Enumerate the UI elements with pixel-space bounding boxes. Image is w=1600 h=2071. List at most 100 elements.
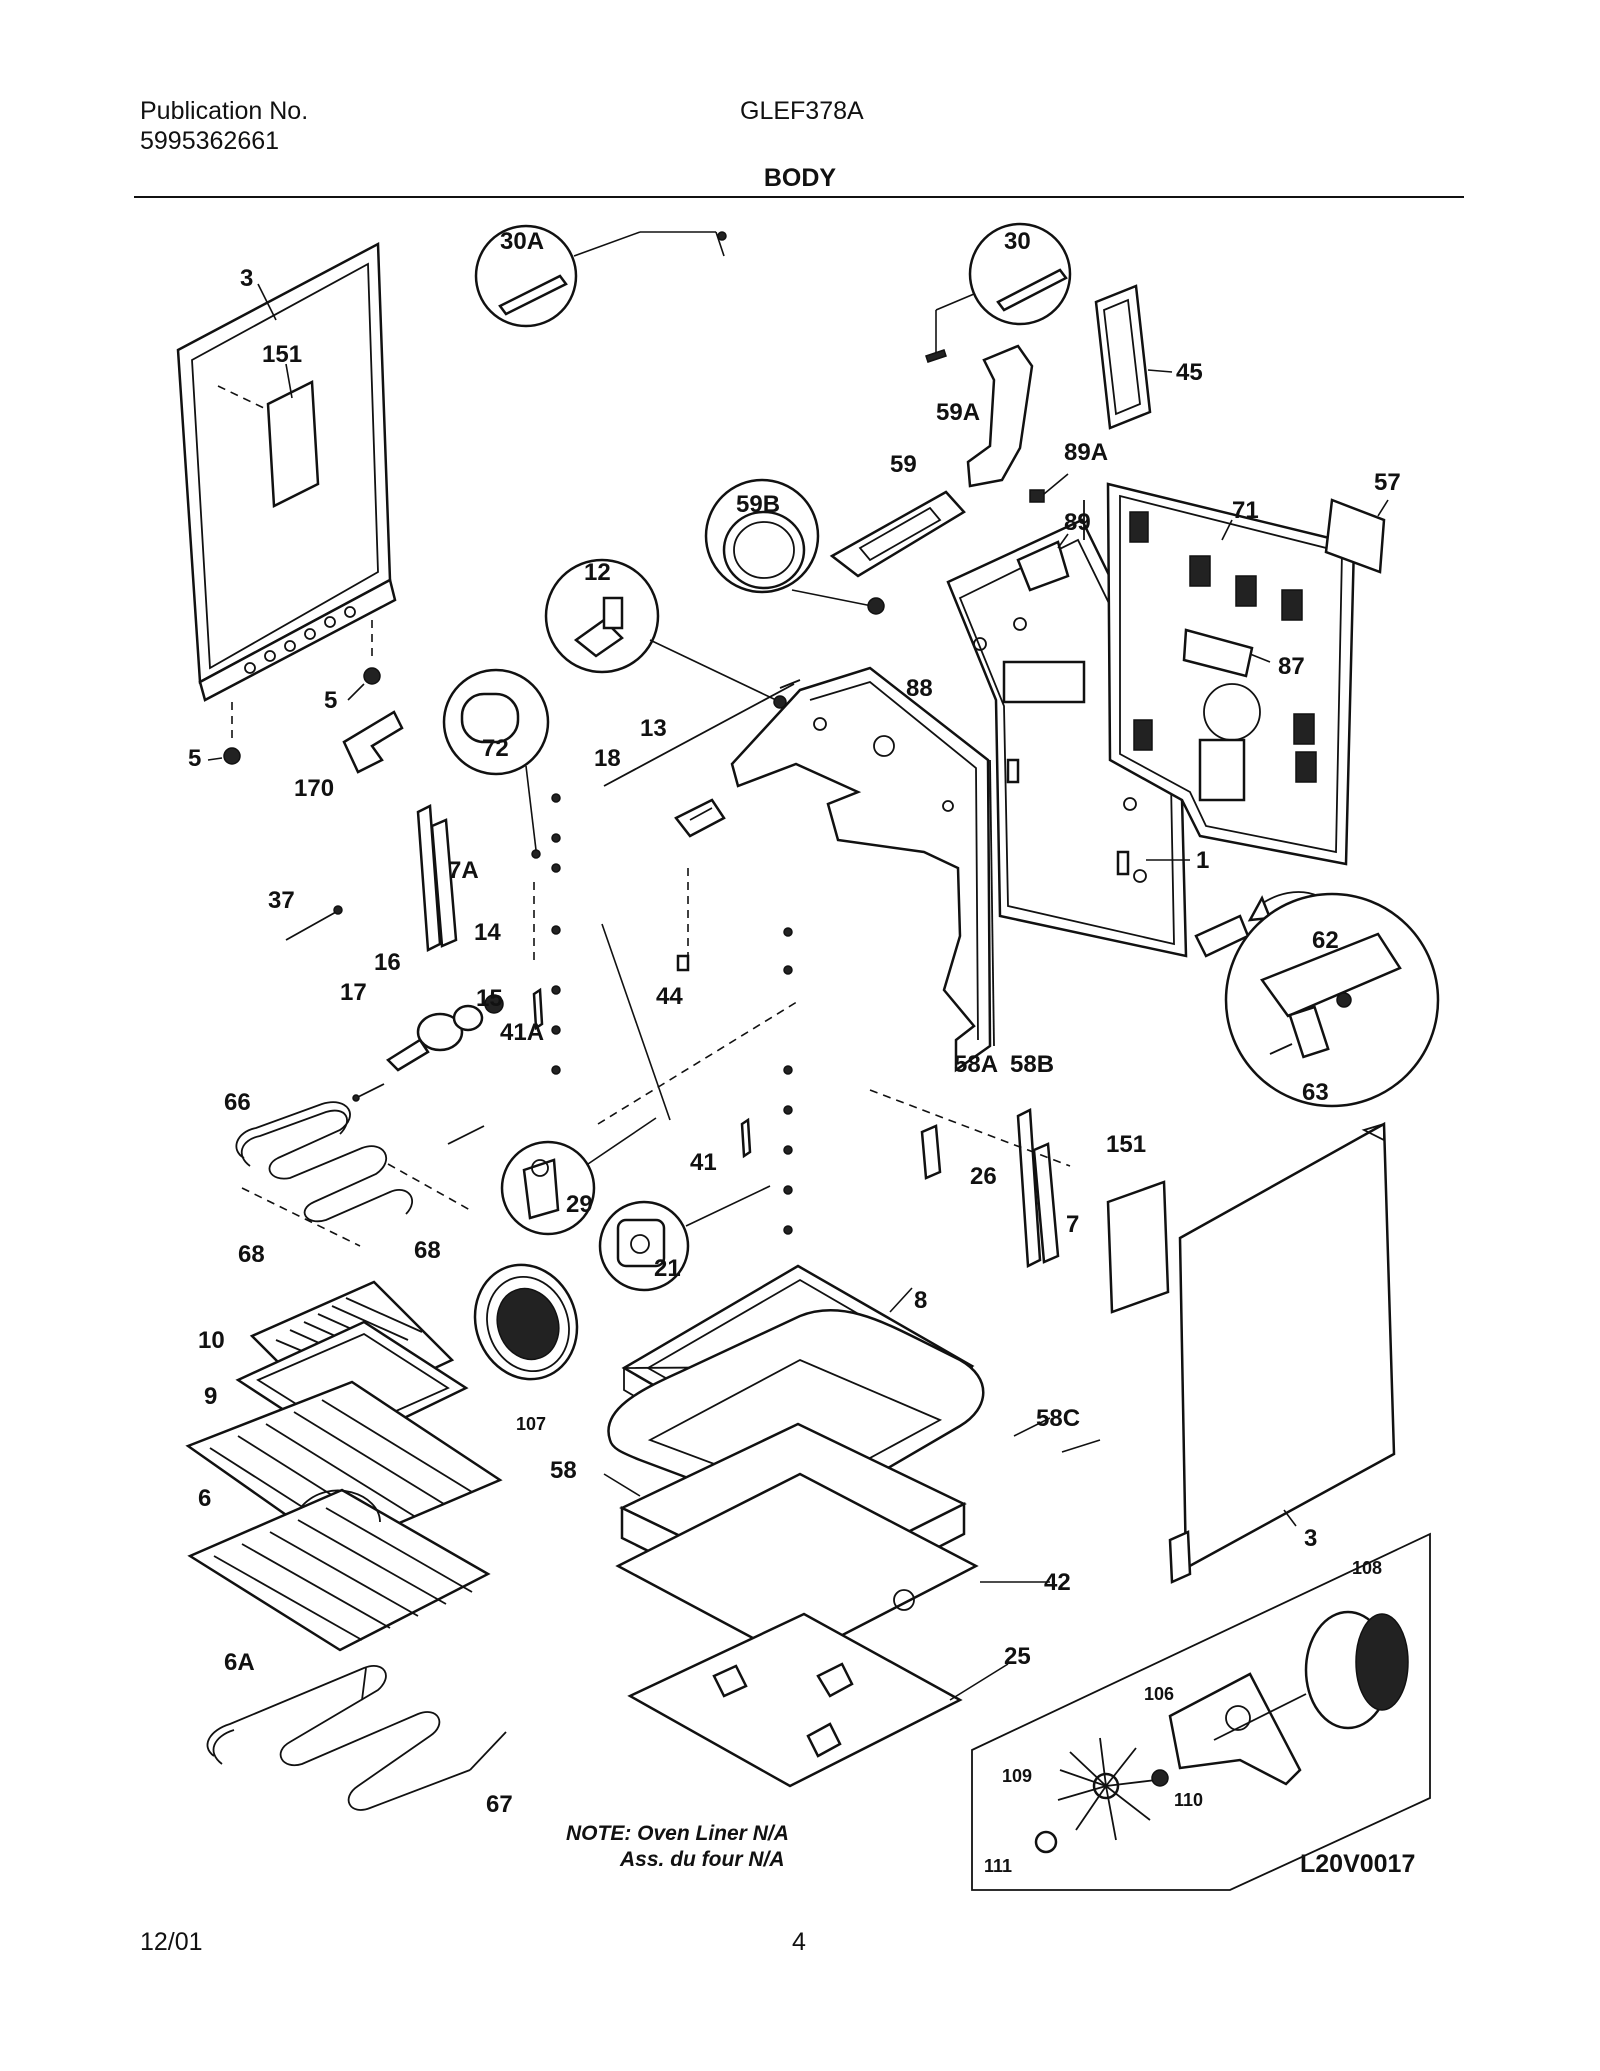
label-106: 106 <box>1144 1684 1174 1704</box>
model-number: GLEF378A <box>740 97 864 125</box>
note-line-1: NOTE: Oven Liner N/A <box>566 1822 789 1845</box>
label-108: 108 <box>1352 1558 1382 1578</box>
label-87: 87 <box>1278 653 1305 680</box>
label-30a: 30A <box>500 228 544 255</box>
label-41: 41 <box>690 1149 717 1176</box>
label-44: 44 <box>656 983 683 1010</box>
bracket-89 <box>1016 540 1070 592</box>
terminal-block-small <box>1194 891 1319 958</box>
label-6: 6 <box>198 1485 211 1512</box>
wire-68-right <box>387 1163 471 1211</box>
sensor-18 <box>674 798 726 838</box>
front-frame-58a <box>730 666 992 1073</box>
part-labels: 3 151 5 5 170 30A 30 45 59A 59 89A 59B 8… <box>188 228 1401 1876</box>
label-5-upper: 5 <box>324 687 337 714</box>
vent-45 <box>1094 284 1152 430</box>
left-side-panel <box>176 241 397 702</box>
screw-5-lower <box>207 702 241 765</box>
label-57: 57 <box>1374 469 1401 496</box>
label-42: 42 <box>1044 1569 1071 1596</box>
label-89: 89 <box>1064 509 1091 536</box>
label-59b: 59B <box>736 491 780 518</box>
label-58b: 58B <box>1010 1051 1054 1078</box>
label-66: 66 <box>224 1089 251 1116</box>
label-107: 107 <box>516 1414 546 1434</box>
wire-68-left <box>241 1187 361 1247</box>
oven-bottom-42 <box>615 1472 979 1662</box>
callout-30 <box>925 222 1072 363</box>
fan-motor-inset <box>971 1532 1431 1891</box>
label-59a: 59A <box>936 399 980 426</box>
bracket-41a <box>532 987 544 1031</box>
label-15: 15 <box>476 985 503 1012</box>
footer-page-number: 4 <box>792 1928 806 1956</box>
label-151-right: 151 <box>1106 1131 1146 1158</box>
clip-44 <box>676 954 690 972</box>
callout-59b <box>704 478 885 615</box>
label-111: 111 <box>984 1856 1012 1876</box>
label-58c: 58C <box>1036 1405 1080 1432</box>
publication-label: Publication No. <box>140 97 309 125</box>
publication-number: 5995362661 <box>140 127 280 155</box>
rack-slide-7a <box>416 804 458 952</box>
label-58a: 58A <box>954 1051 998 1078</box>
label-63: 63 <box>1302 1079 1329 1106</box>
label-68-left: 68 <box>238 1241 265 1268</box>
label-3-right: 3 <box>1304 1525 1317 1552</box>
rack-slide-7 <box>1016 1108 1060 1268</box>
screw-column-left <box>551 793 561 1075</box>
label-68-right: 68 <box>414 1237 441 1264</box>
label-3-left: 3 <box>240 265 253 292</box>
label-18: 18 <box>594 745 621 772</box>
motor-108 <box>1213 1610 1409 1741</box>
bracket-170 <box>342 710 404 774</box>
plate-57 <box>1324 498 1386 574</box>
label-16: 16 <box>374 949 401 976</box>
label-59: 59 <box>890 451 917 478</box>
label-45: 45 <box>1176 359 1203 386</box>
label-110: 110 <box>1174 1790 1203 1810</box>
right-side-panel <box>1168 1121 1396 1584</box>
callout-12 <box>544 558 787 709</box>
callout-62-63 <box>1224 892 1440 1108</box>
label-62: 62 <box>1312 927 1339 954</box>
callout-21 <box>598 1185 771 1292</box>
label-17: 17 <box>340 979 367 1006</box>
label-7: 7 <box>1066 1211 1079 1238</box>
duct-59 <box>829 490 966 578</box>
diagram-code: L20V0017 <box>1300 1850 1415 1878</box>
label-8: 8 <box>914 1287 927 1314</box>
clip-26 <box>920 1124 942 1180</box>
label-6a: 6A <box>224 1649 255 1676</box>
screw-column-right <box>783 927 793 1235</box>
lamp-assembly <box>386 994 504 1072</box>
label-13: 13 <box>640 715 667 742</box>
duct-59a <box>966 344 1034 488</box>
label-1: 1 <box>1196 847 1209 874</box>
clip-89a <box>1029 489 1045 503</box>
rear-cover-71 <box>1106 482 1356 866</box>
label-109: 109 <box>1002 1766 1032 1786</box>
label-170: 170 <box>294 775 334 802</box>
label-72: 72 <box>482 735 509 762</box>
screw-5-upper <box>347 620 381 701</box>
label-41a: 41A <box>500 1019 544 1046</box>
label-26: 26 <box>970 1163 997 1190</box>
probe-37 <box>285 905 343 941</box>
bracket-41 <box>740 1117 752 1159</box>
broil-element-66 <box>235 1083 485 1223</box>
note-line-2: Ass. du four N/A <box>619 1848 785 1871</box>
label-12: 12 <box>584 559 611 586</box>
footer-date: 12/01 <box>140 1928 203 1956</box>
label-151-left: 151 <box>262 341 302 368</box>
label-67: 67 <box>486 1791 513 1818</box>
label-25: 25 <box>1004 1643 1031 1670</box>
oven-rack-6a <box>187 1488 491 1652</box>
fan-blade-109 <box>1057 1737 1157 1841</box>
front-frame-58b <box>989 759 995 1047</box>
callout-72 <box>442 668 550 859</box>
bake-element-67 <box>206 1665 507 1811</box>
label-37: 37 <box>268 887 295 914</box>
callout-30a <box>474 224 727 328</box>
